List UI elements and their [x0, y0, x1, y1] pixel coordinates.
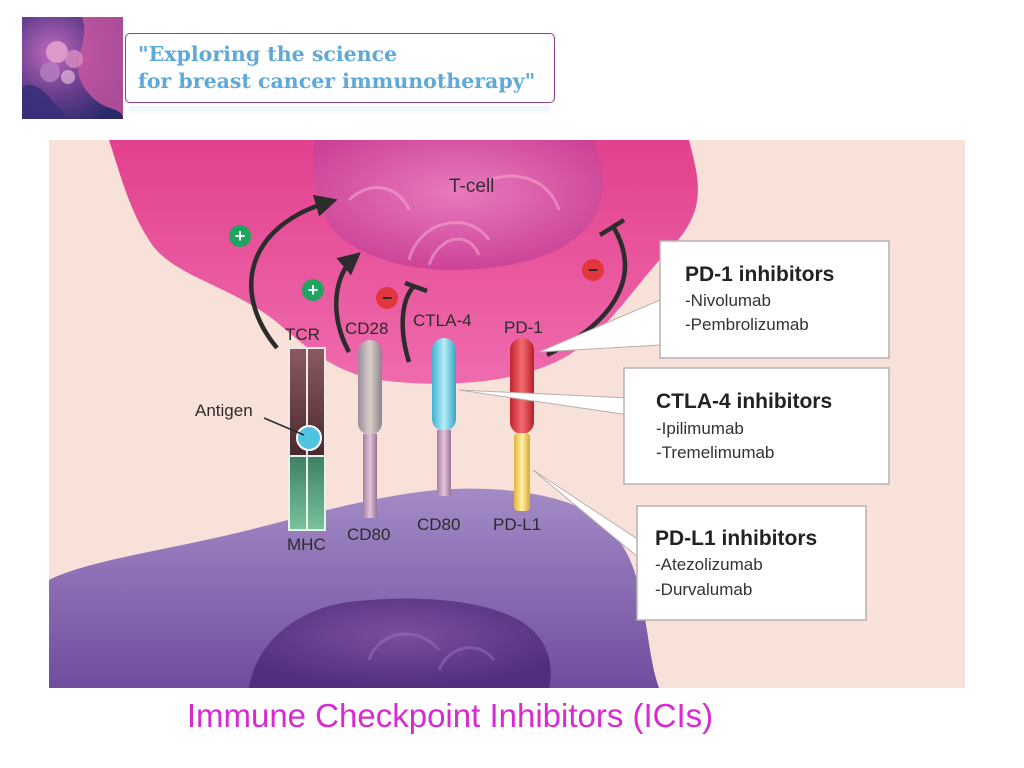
t-cell-nucleus-texture: [347, 174, 561, 266]
ctla4-drug-2: -Tremelimumab: [656, 443, 774, 462]
ctla4-inhibition-arrow: [400, 284, 416, 363]
caption-title: Immune Checkpoint Inhibitors (ICIs): [186, 697, 714, 734]
cd28-receptor: [358, 340, 382, 435]
antigen-pointer: [263, 417, 305, 436]
t-cell-nucleus: [313, 140, 603, 271]
t-cell-label: T-cell: [449, 176, 494, 197]
pd1-receptor: [510, 338, 534, 434]
cd28-label: CD28: [345, 319, 388, 338]
pdl1-drug-1: -Atezolizumab: [655, 555, 763, 574]
cd80-ligand-2: [437, 430, 451, 496]
header-reflection: [130, 106, 550, 118]
tcr-stimulation-arrow: [249, 194, 338, 350]
plus-sign-2: +: [308, 280, 319, 300]
tcr-label: TCR: [285, 325, 320, 344]
pdl1-label: PD-L1: [493, 515, 541, 534]
pdl1-inhibitors-box: PD-L1 inhibitors -Atezolizumab -Durvalum…: [636, 505, 867, 621]
cd28-stimulation-arrow: [334, 252, 361, 354]
pdl1-ligand: [514, 433, 530, 511]
plus-badge-2: +: [302, 279, 324, 301]
pdl1-drug-2: -Durvalumab: [655, 580, 752, 599]
apc-nucleus-texture: [367, 632, 496, 671]
pd1-label: PD-1: [504, 318, 543, 337]
plus-sign-1: +: [235, 226, 246, 246]
antigen-molecule: [296, 425, 322, 451]
header-tagline-box: "Exploring the science for breast cancer…: [125, 33, 555, 103]
antigen-label: Antigen: [195, 401, 253, 420]
cd80-label-1: CD80: [347, 525, 390, 544]
pd1-drug-2: -Pembrolizumab: [685, 315, 809, 334]
minus-badge-2: −: [582, 259, 604, 281]
ctla4-receptor: [432, 338, 456, 431]
apc-cell-nucleus: [249, 598, 551, 688]
minus-badge-1: −: [376, 287, 398, 309]
pd1-inhibitors-box: PD-1 inhibitors -Nivolumab -Pembrolizuma…: [659, 240, 890, 359]
logo-image: [22, 17, 123, 119]
pd1-inhibitors-title: PD-1 inhibitors: [685, 263, 834, 286]
tagline-line-1: "Exploring the science: [138, 42, 398, 66]
ctla4-label: CTLA-4: [413, 311, 472, 330]
ctla4-inhibitors-box: CTLA-4 inhibitors -Ipilimumab -Tremelimu…: [623, 367, 890, 485]
cd80-label-2: CD80: [417, 515, 460, 534]
minus-sign-2: −: [588, 260, 599, 280]
ctla4-drug-1: -Ipilimumab: [656, 419, 744, 438]
ctla4-inhibitors-title: CTLA-4 inhibitors: [656, 390, 832, 413]
minus-sign-1: −: [382, 288, 393, 308]
pd1-drug-1: -Nivolumab: [685, 291, 771, 310]
tagline-line-2: for breast cancer immunotherapy": [138, 69, 536, 93]
immune-checkpoint-diagram: T-cell Antigen TCR CD28 CTLA-4 PD-1 M: [49, 140, 965, 688]
mhc-label: MHC: [287, 535, 326, 554]
plus-badge-1: +: [229, 225, 251, 247]
pdl1-inhibitors-title: PD-L1 inhibitors: [655, 527, 817, 550]
cd80-ligand-1: [363, 434, 377, 518]
